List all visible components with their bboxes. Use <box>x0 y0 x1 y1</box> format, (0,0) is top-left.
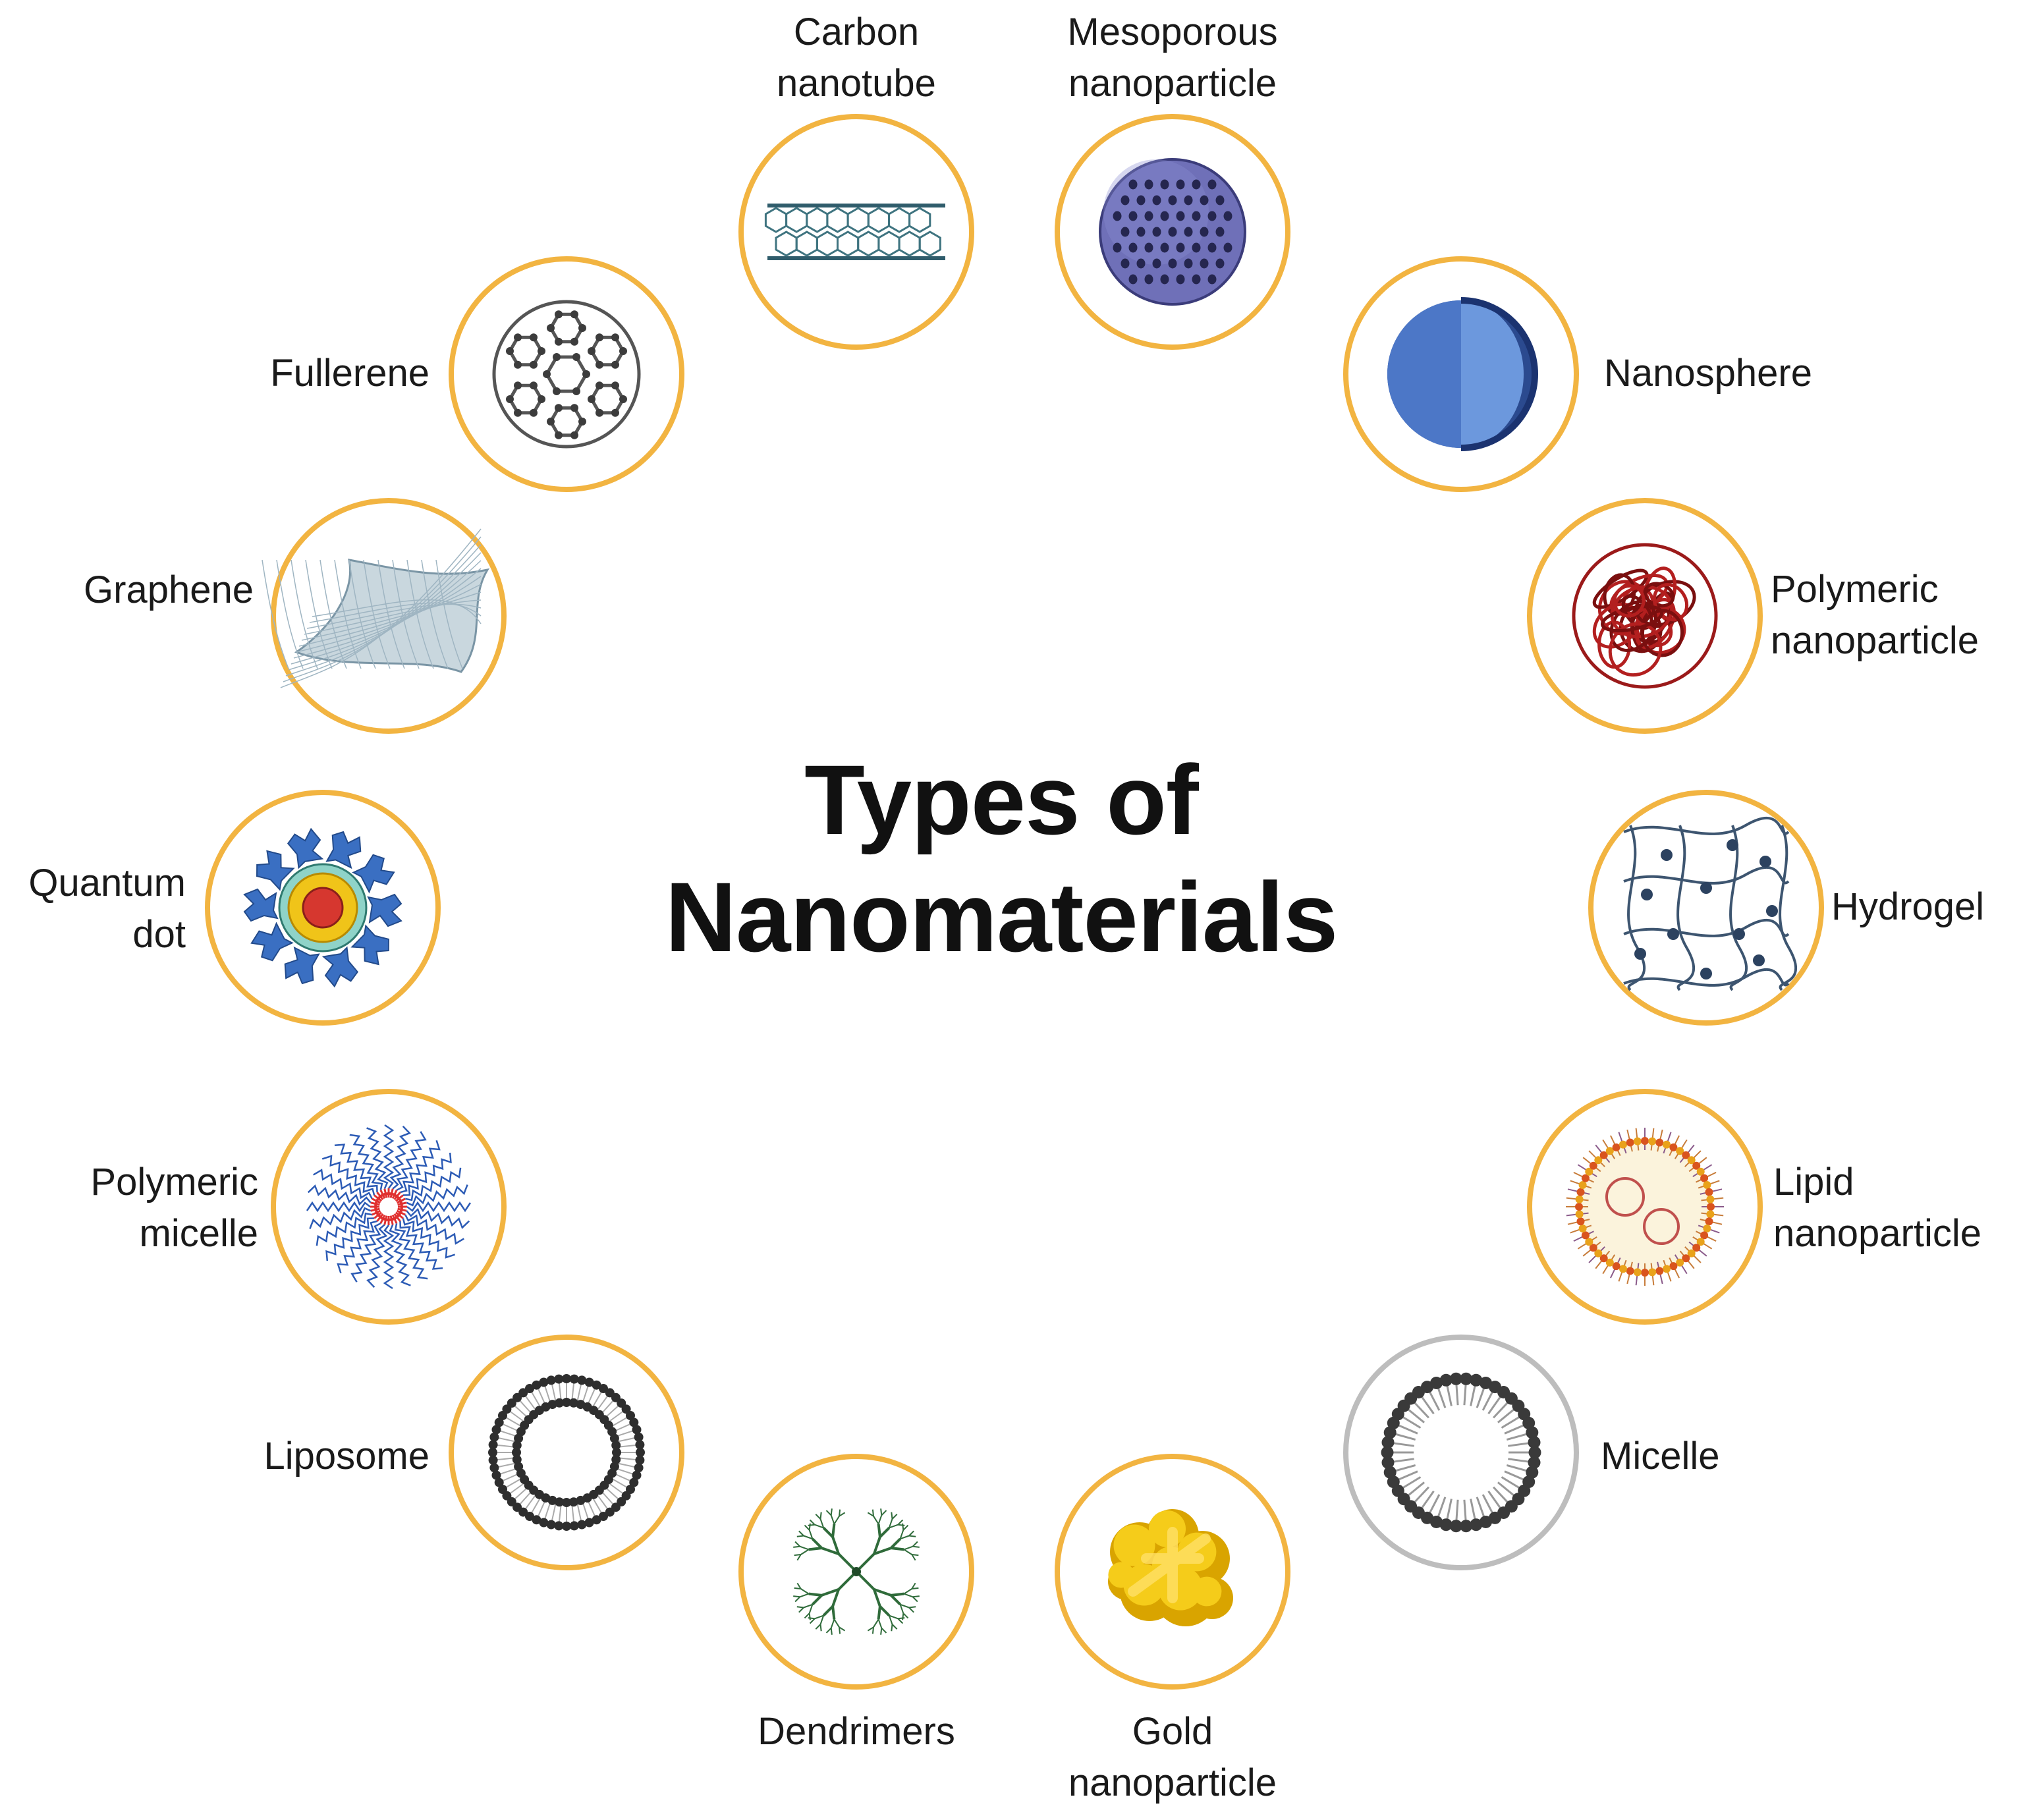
item-graphene <box>262 495 509 736</box>
item-dendrimers <box>736 1451 977 1692</box>
label-liposome: Liposome <box>34 1431 429 1482</box>
label-line: nanoparticle <box>1068 62 1277 105</box>
fullerene-icon <box>449 256 684 492</box>
label-line: Mesoporous <box>1067 11 1278 53</box>
label-quantum-dot: Quantum dot <box>0 858 186 960</box>
label-line: nanoparticle <box>1771 619 1979 662</box>
item-liposome <box>446 1332 687 1573</box>
label-nanosphere: Nanosphere <box>1604 348 1812 399</box>
label-micelle: Micelle <box>1601 1431 1720 1482</box>
label-polymeric-nanoparticle: Polymeric nanoparticle <box>1771 564 1979 667</box>
label-graphene: Graphene <box>0 565 254 616</box>
item-carbon-nanotube <box>736 111 977 352</box>
lipid-nanoparticle-icon <box>1527 1089 1763 1325</box>
nanosphere-icon <box>1343 256 1579 492</box>
label-line: Fullerene <box>270 352 429 395</box>
label-line: Polymeric <box>1771 568 1939 611</box>
item-mesoporous-nanoparticle <box>1052 111 1293 352</box>
carbon-nanotube-icon <box>738 114 974 350</box>
item-hydrogel <box>1586 787 1827 1028</box>
polymeric-micelle-icon <box>271 1089 507 1325</box>
label-line: dot <box>132 913 186 956</box>
dendrimer-icon <box>738 1454 974 1690</box>
polymer-coil-icon <box>1527 498 1763 734</box>
item-lipid-nanoparticle <box>1524 1086 1765 1327</box>
item-ring <box>1588 790 1824 1026</box>
label-hydrogel: Hydrogel <box>1831 881 1984 933</box>
item-ring <box>449 256 684 492</box>
item-ring <box>271 1089 507 1325</box>
quantum-dot-icon <box>205 790 441 1026</box>
micelle-icon <box>1343 1335 1579 1570</box>
item-polymeric-nanoparticle <box>1524 495 1765 736</box>
label-line: Lipid <box>1773 1161 1854 1203</box>
liposome-icon <box>449 1335 684 1570</box>
label-line: Dendrimers <box>758 1710 955 1753</box>
label-line: Micelle <box>1601 1435 1720 1477</box>
graphene-sheet-icon <box>262 498 507 734</box>
label-carbon-nanotube: Carbon nanotube <box>659 7 1054 109</box>
label-mesoporous-nanoparticle: Mesoporous nanoparticle <box>975 7 1370 109</box>
label-line: Carbon <box>793 11 920 53</box>
item-polymeric-micelle <box>268 1086 509 1327</box>
label-dendrimers: Dendrimers <box>659 1706 1054 1757</box>
title-line-1: Types of <box>804 744 1199 855</box>
gold-nanoparticle-icon <box>1055 1454 1290 1690</box>
label-line: Graphene <box>84 568 254 611</box>
label-line: nanoparticle <box>1773 1212 1981 1255</box>
label-line: Polymeric <box>90 1161 258 1203</box>
label-fullerene: Fullerene <box>34 348 429 399</box>
item-ring <box>1343 1335 1579 1570</box>
hydrogel-network-icon <box>1588 790 1824 1026</box>
item-fullerene <box>446 254 687 495</box>
item-gold-nanoparticle <box>1052 1451 1293 1692</box>
label-line: micelle <box>139 1212 259 1255</box>
label-polymeric-micelle: Polymeric micelle <box>0 1157 258 1259</box>
label-lipid-nanoparticle: Lipid nanoparticle <box>1773 1157 1981 1259</box>
label-line: nanotube <box>777 62 936 105</box>
label-line: Hydrogel <box>1831 885 1985 928</box>
item-ring <box>449 1335 684 1570</box>
title-line-2: Nanomaterials <box>665 862 1339 972</box>
item-micelle <box>1341 1332 1582 1573</box>
label-line: Gold <box>1132 1710 1213 1753</box>
label-line: nanoparticle <box>1068 1761 1277 1804</box>
label-gold-nanoparticle: Gold nanoparticle <box>975 1706 1370 1809</box>
diagram-title: Types of Nanomaterials <box>580 741 1423 976</box>
item-quantum-dot <box>202 787 443 1028</box>
label-line: Nanosphere <box>1604 352 1812 395</box>
label-line: Quantum <box>28 862 186 904</box>
mesoporous-sphere-icon <box>1055 114 1290 350</box>
label-line: Liposome <box>263 1435 429 1477</box>
item-nanosphere <box>1341 254 1582 495</box>
